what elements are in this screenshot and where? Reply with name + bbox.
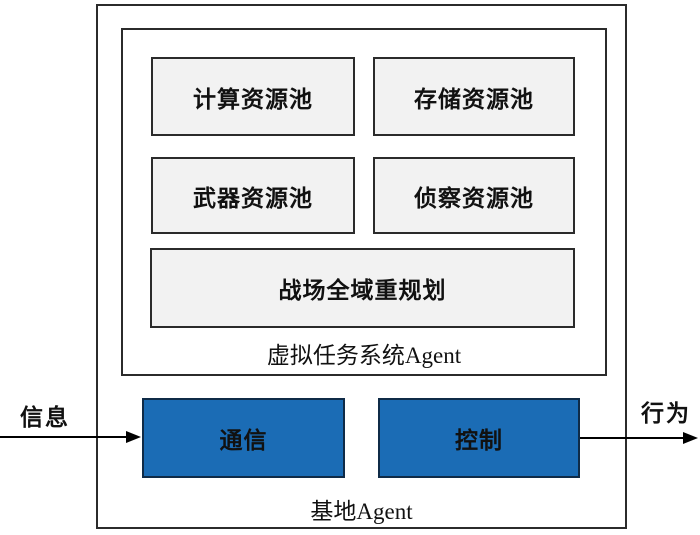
weapon-resource-pool-box: 武器资源池 [151, 157, 355, 234]
compute-resource-pool-box: 计算资源池 [151, 57, 355, 136]
control-module-label: 控制 [455, 428, 503, 453]
storage-resource-pool-label: 存储资源池 [414, 86, 534, 112]
information-input-arrow-line [0, 436, 128, 438]
communication-module-box: 通信 [142, 398, 345, 478]
compute-resource-pool-label: 计算资源池 [193, 86, 313, 112]
behavior-output-arrowhead-icon [683, 432, 698, 444]
battlefield-replanning-box: 战场全域重规划 [150, 248, 575, 328]
communication-module-label: 通信 [219, 428, 268, 453]
virtual-task-system-agent-caption: 虚拟任务系统Agent [266, 343, 462, 368]
information-input-arrowhead-icon [126, 431, 141, 443]
weapon-resource-pool-label: 武器资源池 [193, 185, 313, 211]
behavior-output-arrow-line [580, 437, 685, 439]
storage-resource-pool-box: 存储资源池 [373, 57, 575, 136]
behavior-label: 行为 [641, 401, 691, 426]
recon-resource-pool-label: 侦察资源池 [414, 185, 534, 211]
information-label: 信息 [20, 405, 70, 430]
control-module-box: 控制 [378, 398, 580, 478]
recon-resource-pool-box: 侦察资源池 [373, 157, 575, 234]
battlefield-replanning-label: 战场全域重规划 [278, 278, 447, 303]
base-agent-caption: 基地Agent [310, 499, 413, 524]
